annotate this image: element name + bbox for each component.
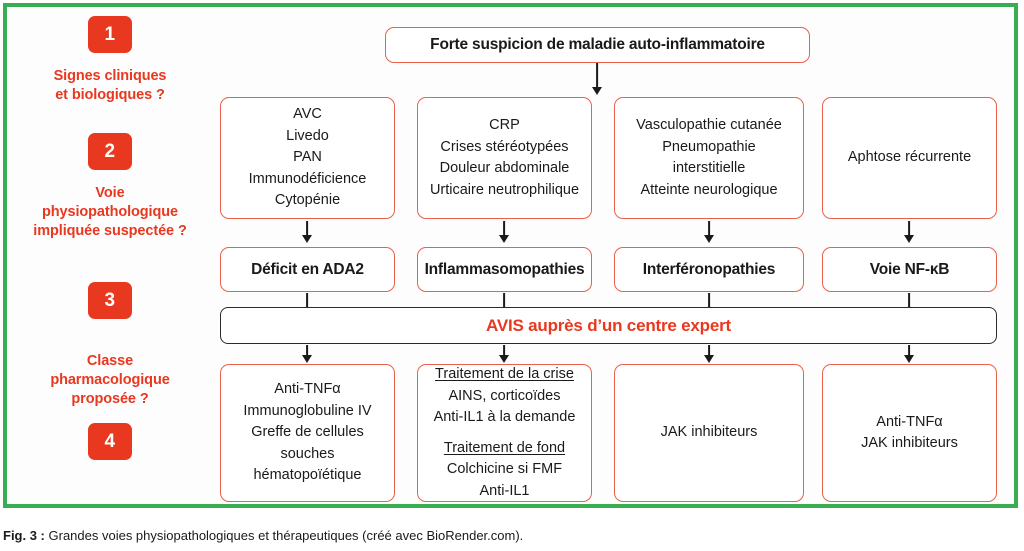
arrow-head-signs-to-pathway-1 bbox=[499, 235, 509, 243]
node-signs-nfkb: Aphtose récurrente bbox=[822, 97, 997, 219]
treatment-text-0: Anti-TNFα Immunoglobuline IV Greffe de c… bbox=[243, 381, 372, 484]
node-signs-interferon: Vasculopathie cutanée Pneumopathie inter… bbox=[614, 97, 804, 219]
signs-text-2: Vasculopathie cutanée Pneumopathie inter… bbox=[636, 117, 782, 198]
arrow-head-avis-to-treatment-0 bbox=[302, 355, 312, 363]
node-pathway-nfkb: Voie NF-κB bbox=[822, 247, 997, 292]
arrow-head-avis-to-treatment-1 bbox=[499, 355, 509, 363]
step-badge-1: 1 bbox=[88, 16, 132, 53]
connector-pathway-to-avis-2 bbox=[708, 293, 710, 308]
node-signs-ada2: AVC Livedo PAN Immunodéficience Cytopéni… bbox=[220, 97, 395, 219]
treatment-group-spacer bbox=[434, 429, 576, 438]
treatment-text-2: JAK inhibiteurs bbox=[660, 424, 758, 441]
step-label-2: Voie physiopathologique impliquée suspec… bbox=[33, 185, 187, 239]
node-expert-advice-banner: AVIS auprès d’un centre expert bbox=[220, 307, 997, 344]
figure-caption: Fig. 3 : Grandes voies physiopathologiqu… bbox=[3, 527, 1003, 544]
connector-pathway-to-avis-1 bbox=[503, 293, 505, 308]
arrow-head-signs-to-pathway-0 bbox=[302, 235, 312, 243]
node-pathway-interferon: Interféronopathies bbox=[614, 247, 804, 292]
node-treatment-interferon: JAK inhibiteurs bbox=[614, 364, 804, 502]
step-rail: 1 Signes cliniques et biologiques ? 2 Vo… bbox=[7, 7, 213, 504]
treatment-group-fond: Traitement de fond Colchicine si FMF Ant… bbox=[434, 438, 576, 503]
arrow-head-avis-to-treatment-2 bbox=[704, 355, 714, 363]
figure-panel: 1 Signes cliniques et biologiques ? 2 Vo… bbox=[3, 3, 1018, 508]
step-label-1: Signes cliniques et biologiques ? bbox=[53, 68, 167, 103]
treatment-heading-fond: Traitement de fond bbox=[443, 439, 566, 456]
treatment-text-3: Anti-TNFα JAK inhibiteurs bbox=[861, 413, 958, 452]
figure-caption-prefix: Fig. 3 : bbox=[3, 528, 45, 543]
figure-caption-text: Grandes voies physiopathologiques et thé… bbox=[44, 528, 524, 543]
treatment-body-fond: Colchicine si FMF Anti-IL1 bbox=[446, 461, 563, 499]
arrow-head-header-to-row1 bbox=[592, 87, 602, 95]
connector-signs-to-pathway-2 bbox=[708, 221, 710, 237]
signs-text-1: CRP Crises stéréotypées Douleur abdomina… bbox=[429, 117, 580, 198]
node-treatment-inflammasome: Traitement de la crise AINS, corticoïdes… bbox=[417, 364, 592, 502]
node-signs-inflammasome: CRP Crises stéréotypées Douleur abdomina… bbox=[417, 97, 592, 219]
connector-header-to-row1 bbox=[596, 63, 598, 89]
treatment-groups-1: Traitement de la crise AINS, corticoïdes… bbox=[434, 364, 576, 502]
step-badge-4: 4 bbox=[88, 423, 132, 460]
connector-avis-to-treatment-1 bbox=[503, 345, 505, 357]
node-header-suspicion: Forte suspicion de maladie auto-inflamma… bbox=[385, 27, 810, 63]
connector-pathway-to-avis-0 bbox=[306, 293, 308, 308]
node-treatment-nfkb: Anti-TNFα JAK inhibiteurs bbox=[822, 364, 997, 502]
treatment-body-crise: AINS, corticoïdes Anti-IL1 à la demande bbox=[433, 387, 576, 426]
step-label-3: Classe pharmacologique proposée ? bbox=[50, 353, 170, 407]
connector-avis-to-treatment-0 bbox=[306, 345, 308, 357]
connector-avis-to-treatment-2 bbox=[708, 345, 710, 357]
signs-text-3: Aphtose récurrente bbox=[847, 149, 972, 166]
node-treatment-ada2: Anti-TNFα Immunoglobuline IV Greffe de c… bbox=[220, 364, 395, 502]
connector-signs-to-pathway-1 bbox=[503, 221, 505, 237]
treatment-heading-crise: Traitement de la crise bbox=[435, 366, 574, 382]
arrow-head-signs-to-pathway-3 bbox=[904, 235, 914, 243]
node-pathway-inflammasome: Inflammasomopathies bbox=[417, 247, 592, 292]
node-pathway-ada2: Déficit en ADA2 bbox=[220, 247, 395, 292]
connector-signs-to-pathway-3 bbox=[908, 221, 910, 237]
arrow-head-signs-to-pathway-2 bbox=[704, 235, 714, 243]
connector-pathway-to-avis-3 bbox=[908, 293, 910, 308]
treatment-group-crise: Traitement de la crise AINS, corticoïdes… bbox=[434, 364, 576, 429]
step-badge-3: 3 bbox=[88, 282, 132, 319]
signs-text-0: AVC Livedo PAN Immunodéficience Cytopéni… bbox=[248, 106, 367, 209]
connector-avis-to-treatment-3 bbox=[908, 345, 910, 357]
arrow-head-avis-to-treatment-3 bbox=[904, 355, 914, 363]
flowchart: Forte suspicion de maladie auto-inflamma… bbox=[213, 7, 1014, 504]
step-badge-2: 2 bbox=[88, 133, 132, 170]
connector-signs-to-pathway-0 bbox=[306, 221, 308, 237]
